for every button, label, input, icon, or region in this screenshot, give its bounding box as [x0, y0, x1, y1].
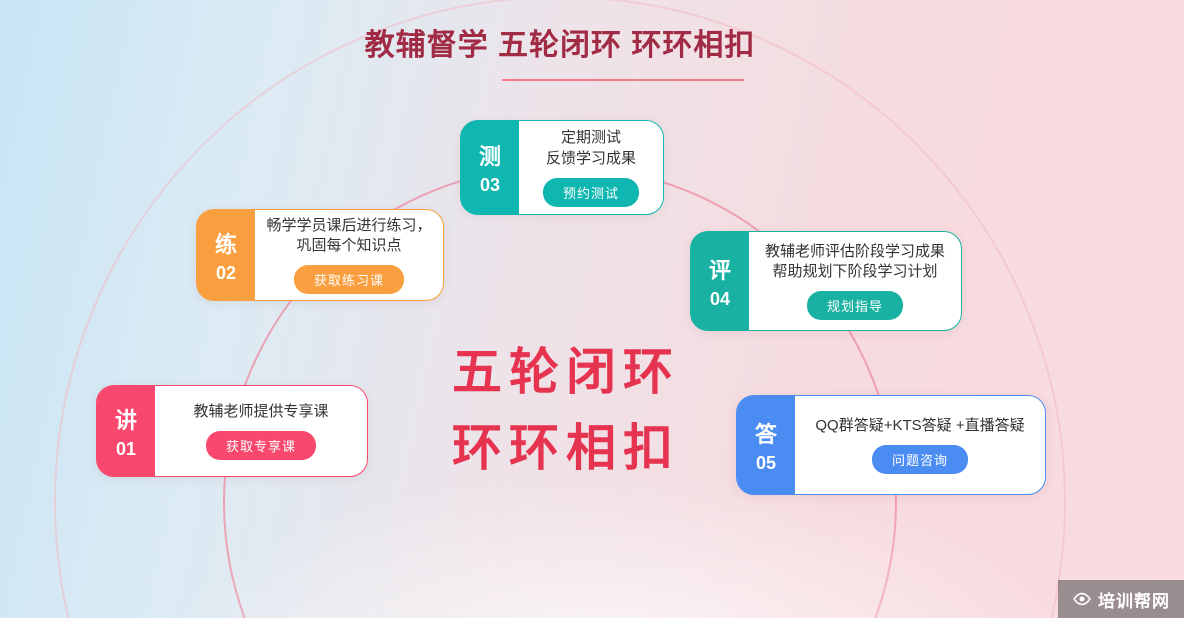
center-slogan: 五轮闭环 环环相扣 [452, 334, 680, 486]
card-practice-body: 畅学学员课后进行练习， 巩固每个知识点 获取练习课 [255, 210, 443, 300]
eye-icon [1073, 592, 1091, 606]
card-test-desc-line2: 反馈学习成果 [545, 149, 636, 167]
card-practice-tab: 练 02 [197, 210, 255, 300]
card-evaluate-tab: 评 04 [691, 232, 749, 330]
card-lecture-description: 教辅老师提供专享课 [193, 402, 328, 422]
center-slogan-line2: 环环相扣 [452, 420, 680, 476]
card-evaluate-char: 评 [708, 257, 731, 283]
center-slogan-line1: 五轮闭环 [452, 344, 680, 400]
card-evaluate-body: 教辅老师评估阶段学习成果 帮助规划下阶段学习计划 规划指导 [749, 232, 961, 330]
card-evaluate-desc-line2: 帮助规划下阶段学习计划 [772, 263, 938, 280]
card-answer-desc-line1: QQ群答疑+KTS答疑 +直播答疑 [815, 416, 1025, 434]
card-lecture-char: 讲 [114, 407, 137, 433]
card-answer: 答 05 QQ群答疑+KTS答疑 +直播答疑 问题咨询 [736, 395, 1046, 495]
card-answer-tab: 答 05 [737, 396, 795, 494]
card-answer-number: 05 [755, 452, 777, 473]
card-evaluate-number: 04 [709, 288, 731, 309]
card-test-description: 定期测试 反馈学习成果 [546, 128, 636, 169]
card-evaluate-description: 教辅老师评估阶段学习成果 帮助规划下阶段学习计划 [765, 242, 945, 283]
card-test-number: 03 [479, 175, 501, 195]
card-answer-description: QQ群答疑+KTS答疑 +直播答疑 [815, 416, 1024, 436]
get-practice-course-button[interactable]: 获取练习课 [293, 265, 404, 295]
card-lecture-body: 教辅老师提供专享课 获取专享课 [155, 386, 367, 476]
card-test-body: 定期测试 反馈学习成果 预约测试 [519, 121, 663, 214]
card-lecture-desc-line1: 教辅老师提供专享课 [193, 402, 329, 420]
card-test-char: 测 [478, 144, 501, 169]
card-practice: 练 02 畅学学员课后进行练习， 巩固每个知识点 获取练习课 [196, 209, 444, 301]
book-test-button[interactable]: 预约测试 [542, 177, 639, 207]
card-lecture: 讲 01 教辅老师提供专享课 获取专享课 [96, 385, 368, 477]
card-test-tab: 测 03 [461, 121, 519, 214]
get-exclusive-course-button[interactable]: 获取专享课 [205, 431, 316, 461]
card-practice-desc-line2: 巩固每个知识点 [296, 237, 402, 254]
card-evaluate-desc-line1: 教辅老师评估阶段学习成果 [764, 242, 945, 260]
card-lecture-number: 01 [115, 438, 137, 459]
page-title: 教辅督学 五轮闭环 环环相扣 [364, 29, 756, 62]
card-answer-char: 答 [754, 421, 777, 447]
card-practice-description: 畅学学员课后进行练习， 巩固每个知识点 [266, 216, 431, 257]
card-evaluate: 评 04 教辅老师评估阶段学习成果 帮助规划下阶段学习计划 规划指导 [690, 231, 962, 331]
card-test-desc-line1: 定期测试 [560, 129, 621, 147]
card-practice-number: 02 [215, 262, 237, 283]
card-test: 测 03 定期测试 反馈学习成果 预约测试 [460, 120, 664, 215]
card-practice-char: 练 [214, 231, 237, 257]
question-consult-button[interactable]: 问题咨询 [871, 445, 968, 475]
watermark: 培训帮网 [1058, 580, 1184, 618]
card-practice-desc-line1: 畅学学员课后进行练习， [266, 216, 432, 234]
watermark-label: 培训帮网 [1098, 591, 1170, 611]
card-answer-body: QQ群答疑+KTS答疑 +直播答疑 问题咨询 [795, 396, 1045, 494]
title-underline [502, 79, 744, 81]
card-lecture-tab: 讲 01 [97, 386, 155, 476]
planning-guidance-button[interactable]: 规划指导 [806, 291, 903, 321]
